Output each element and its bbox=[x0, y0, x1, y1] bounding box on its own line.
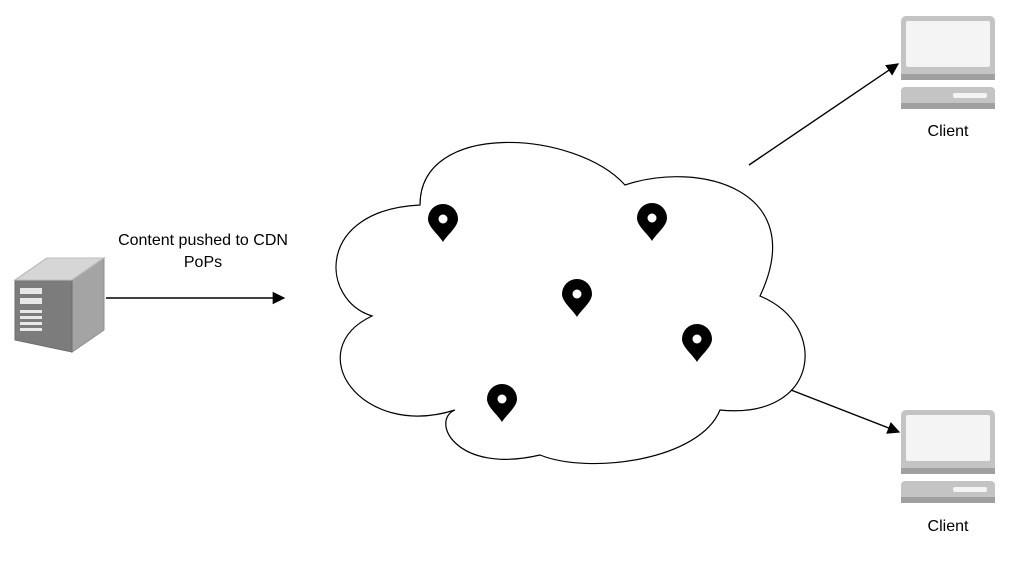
delivery-arrow-bottom bbox=[790, 389, 901, 434]
client-label: Client bbox=[927, 123, 969, 140]
edge-label: Content pushed to CDN PoPs bbox=[118, 232, 288, 271]
server-tower-icon bbox=[13, 257, 106, 353]
delivery-arrow-top bbox=[748, 63, 900, 166]
desktop-computer-icon bbox=[901, 410, 995, 503]
desktop-computer-icon bbox=[901, 16, 995, 109]
client-label: Client bbox=[927, 518, 969, 535]
